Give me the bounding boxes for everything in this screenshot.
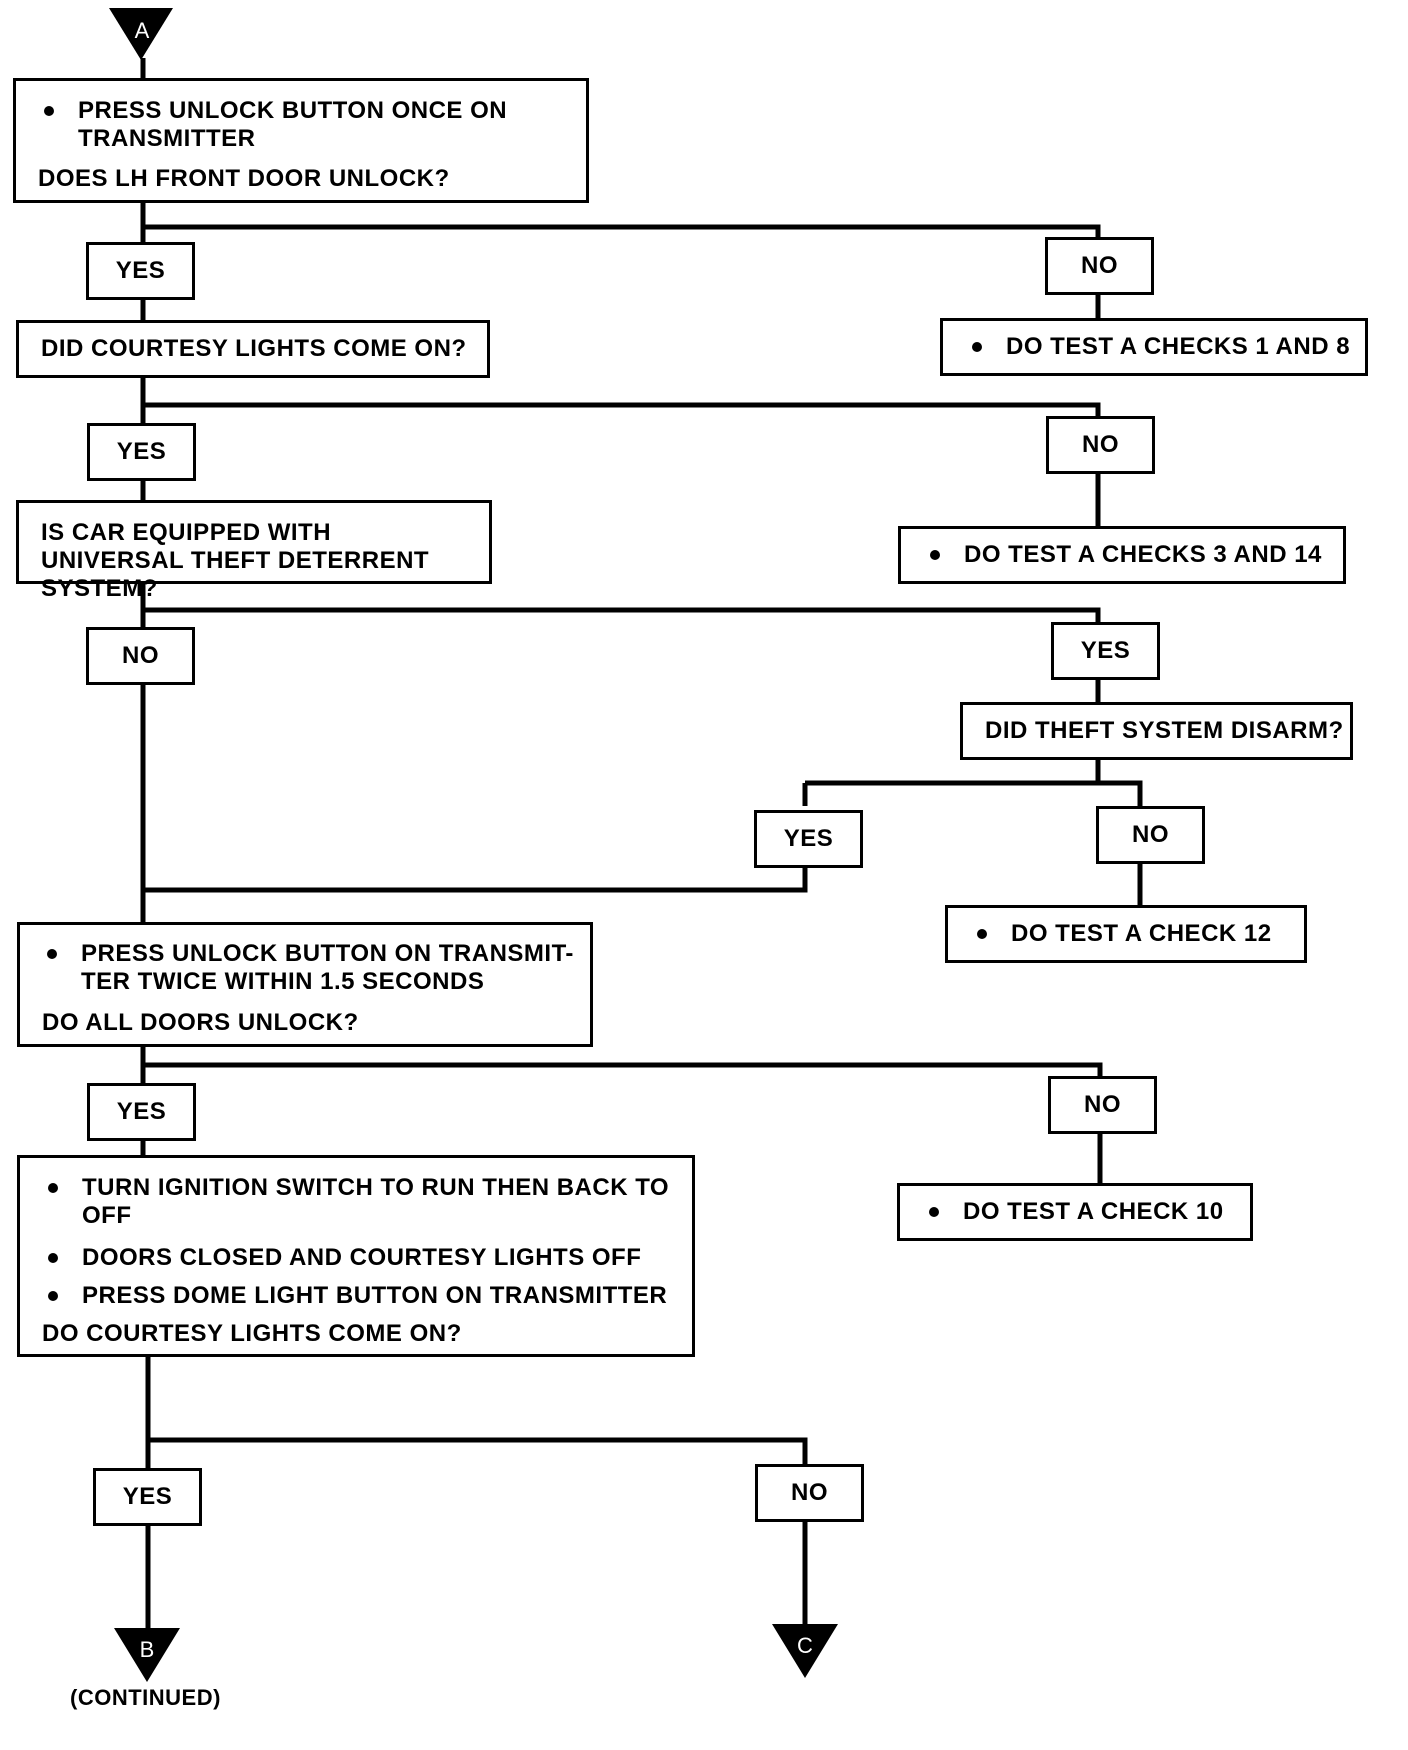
branch-6-yes: YES <box>93 1468 202 1526</box>
step-theft-disarm: DID THEFT SYSTEM DISARM? <box>960 702 1353 760</box>
connector-b-label: B <box>139 1637 155 1662</box>
branch-5-yes: YES <box>87 1083 196 1141</box>
branch-5-no: NO <box>1048 1076 1157 1134</box>
step-1-bullet: PRESS UNLOCK BUTTON ONCE ON TRANSMITTER <box>44 97 528 153</box>
continued-note: (CONTINUED) <box>70 1685 221 1710</box>
step-6-bullet-2: DOORS CLOSED AND COURTESY LIGHTS OFF <box>48 1244 672 1272</box>
step-1-question: DOES LH FRONT DOOR UNLOCK? <box>38 165 450 192</box>
action-4-text: DO TEST A CHECK 10 <box>929 1198 1224 1225</box>
connector-a-triangle <box>109 8 173 60</box>
action-checks-3-14: DO TEST A CHECKS 3 AND 14 <box>898 526 1346 584</box>
step-6-bullet-1: TURN IGNITION SWITCH TO RUN THEN BACK TO… <box>48 1174 672 1230</box>
step-theft-deterrent: IS CAR EQUIPPED WITH UNIVERSAL THEFT DET… <box>16 500 492 602</box>
action-3-text: DO TEST A CHECK 12 <box>977 920 1272 947</box>
branch-3-no: NO <box>86 627 195 685</box>
step-5-bullet: PRESS UNLOCK BUTTON ON TRANSMIT- TER TWI… <box>47 940 581 996</box>
step-4-question: DID THEFT SYSTEM DISARM? <box>985 717 1344 744</box>
step-courtesy-lights: DID COURTESY LIGHTS COME ON? <box>16 320 490 378</box>
branch-6-no: NO <box>755 1464 864 1522</box>
step-2-question: DID COURTESY LIGHTS COME ON? <box>41 335 467 362</box>
connector-c-triangle <box>772 1624 838 1678</box>
step-6-question: DO COURTESY LIGHTS COME ON? <box>42 1320 462 1347</box>
connector-c-label: C <box>797 1633 813 1658</box>
action-check-10: DO TEST A CHECK 10 <box>897 1183 1253 1241</box>
action-2-text: DO TEST A CHECKS 3 AND 14 <box>930 541 1322 568</box>
branch-3-yes: YES <box>1051 622 1160 680</box>
step-3-question: IS CAR EQUIPPED WITH UNIVERSAL THEFT DET… <box>41 519 430 602</box>
branch-1-yes: YES <box>86 242 195 300</box>
branch-2-yes: YES <box>87 423 196 481</box>
step-press-unlock-twice: PRESS UNLOCK BUTTON ON TRANSMIT- TER TWI… <box>17 922 593 1047</box>
branch-1-no: NO <box>1045 237 1154 295</box>
step-6-bullet-3: PRESS DOME LIGHT BUTTON ON TRANSMITTER <box>48 1282 672 1310</box>
branch-4-yes: YES <box>754 810 863 868</box>
action-check-12: DO TEST A CHECK 12 <box>945 905 1307 963</box>
action-1-text: DO TEST A CHECKS 1 AND 8 <box>971 333 1351 360</box>
action-checks-1-8: DO TEST A CHECKS 1 AND 8 <box>940 318 1368 376</box>
step-dome-light: TURN IGNITION SWITCH TO RUN THEN BACK TO… <box>17 1155 695 1357</box>
connector-a-label: A <box>134 18 150 43</box>
step-5-question: DO ALL DOORS UNLOCK? <box>42 1009 359 1036</box>
branch-4-no: NO <box>1096 806 1205 864</box>
step-press-unlock-once: PRESS UNLOCK BUTTON ONCE ON TRANSMITTER … <box>13 78 589 203</box>
connector-b-triangle <box>114 1628 180 1682</box>
branch-2-no: NO <box>1046 416 1155 474</box>
